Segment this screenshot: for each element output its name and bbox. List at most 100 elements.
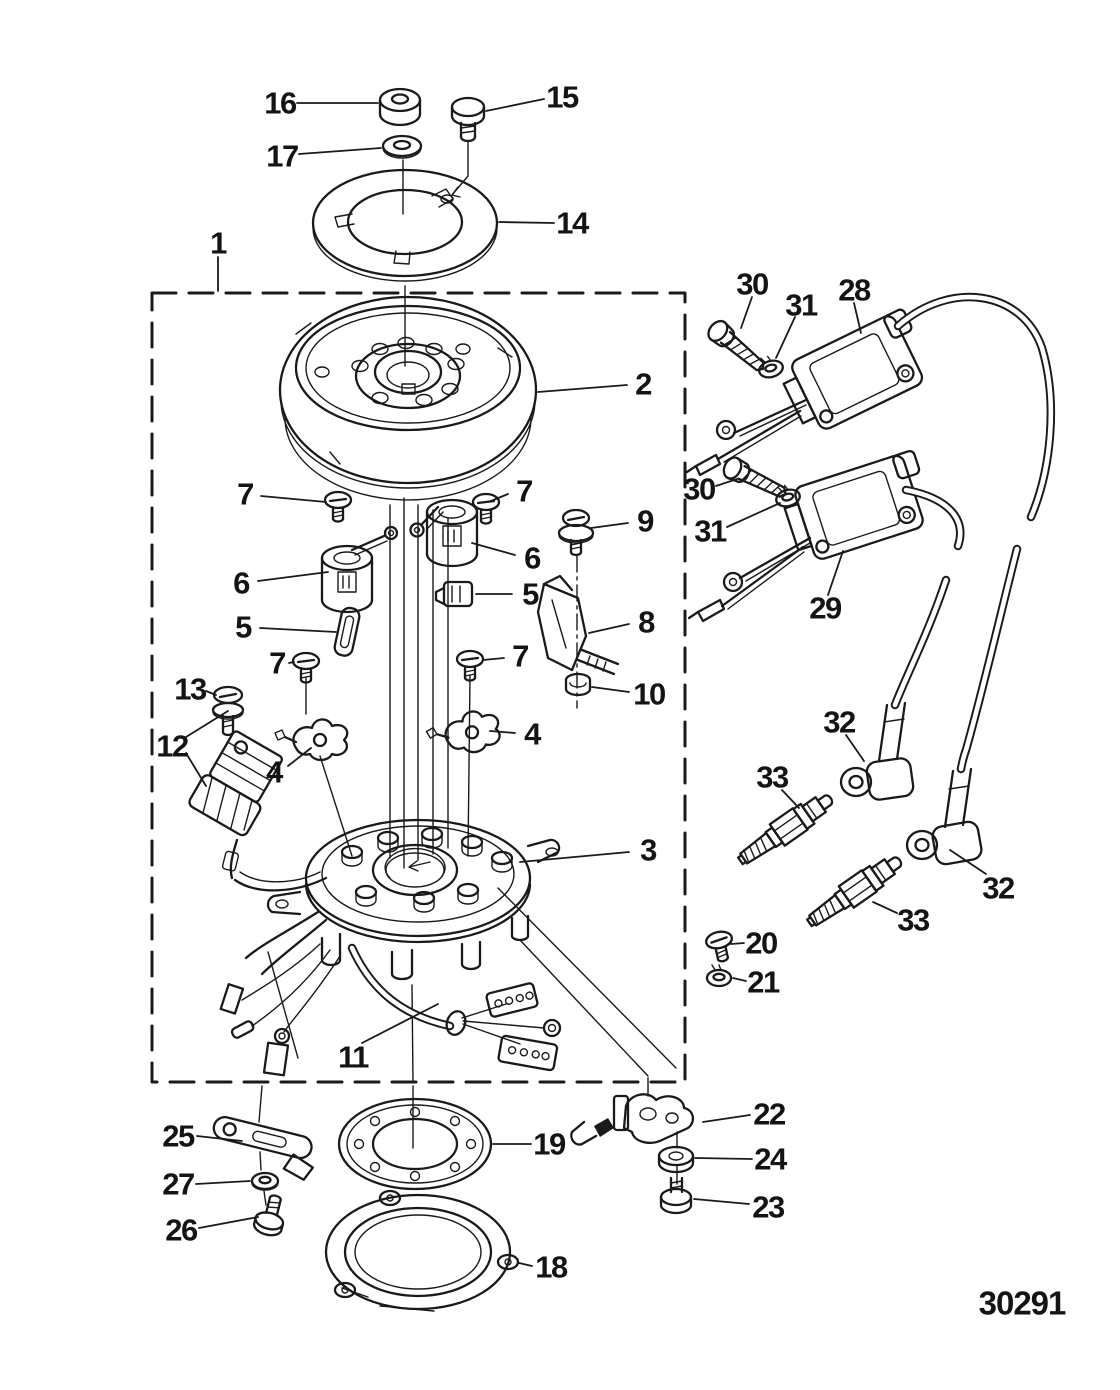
callout-6b: 6 xyxy=(524,541,541,576)
callout-5a: 5 xyxy=(235,610,252,645)
washer-17-drawing xyxy=(381,134,423,159)
leader-line-23 xyxy=(693,1198,750,1205)
callout-15: 15 xyxy=(546,80,579,115)
assembly-boundary-box xyxy=(150,291,687,1084)
condenser-6b-wire xyxy=(409,505,444,538)
callout-18: 18 xyxy=(535,1250,568,1285)
bolt-23-drawing xyxy=(659,1176,693,1215)
leader-line-33a xyxy=(781,789,800,809)
callout-28: 28 xyxy=(838,273,871,308)
clip-5b-drawing xyxy=(434,580,474,608)
bolt-15-drawing xyxy=(450,96,486,143)
ignition-coil-28-drawing xyxy=(775,306,937,439)
cam-4a-drawing xyxy=(273,718,349,762)
condenser-6a-drawing xyxy=(320,544,374,614)
washer-31a-drawing xyxy=(754,352,786,381)
leader-line-25 xyxy=(196,1135,243,1142)
screw-20-drawing xyxy=(703,928,738,965)
leader-line-12-2 xyxy=(185,752,207,787)
callout-27: 27 xyxy=(162,1167,194,1202)
callout-24: 24 xyxy=(754,1142,788,1177)
leader-line-5a xyxy=(259,627,337,633)
callout-4b: 4 xyxy=(524,717,542,752)
callout-33a: 33 xyxy=(756,760,789,795)
callout-31b: 31 xyxy=(694,514,727,549)
callout-2: 2 xyxy=(635,367,651,402)
leader-line-32b xyxy=(949,849,987,875)
callout-11: 11 xyxy=(338,1040,369,1075)
leader-line-21 xyxy=(732,977,747,982)
callout-29: 29 xyxy=(809,591,842,626)
callout-25: 25 xyxy=(162,1119,195,1154)
leader-line-31b xyxy=(726,502,781,528)
leader-line-2 xyxy=(537,384,628,393)
boot-grommet-32a xyxy=(839,766,873,798)
callout-26: 26 xyxy=(165,1213,198,1248)
retainer-ring-18-drawing xyxy=(324,1189,520,1312)
leader-line-7c xyxy=(288,661,295,664)
lever-25-drawing xyxy=(212,1115,315,1181)
bracket-22-drawing xyxy=(570,1093,695,1146)
bolt-30b-drawing xyxy=(719,453,792,505)
condenser-6a-wire xyxy=(350,525,399,556)
callout-20: 20 xyxy=(745,926,777,961)
leader-line-14 xyxy=(498,221,555,224)
clip-5a-drawing xyxy=(333,606,361,657)
leader-line-24 xyxy=(694,1157,753,1160)
spark-plug-wire-29 xyxy=(890,485,965,710)
callout-3: 3 xyxy=(640,833,657,868)
callout-7c: 7 xyxy=(269,646,285,681)
screw-7a-drawing xyxy=(323,490,353,523)
washer-27-drawing xyxy=(250,1171,280,1192)
leader-line-6a xyxy=(257,571,329,582)
leader-line-31a xyxy=(775,316,796,359)
leader-line-30a xyxy=(740,296,753,329)
drawing-number: 30291 xyxy=(979,1285,1066,1322)
leader-line-15 xyxy=(485,98,545,112)
callout-19: 19 xyxy=(533,1127,566,1162)
callout-32b: 32 xyxy=(982,871,1014,906)
leader-line-18 xyxy=(518,1262,533,1267)
nut-24-drawing xyxy=(657,1145,695,1174)
callout-14: 14 xyxy=(556,206,590,241)
leader-line-3 xyxy=(519,851,630,863)
coil-29-leads xyxy=(687,536,812,623)
leader-line-9 xyxy=(590,522,629,529)
callout-7b: 7 xyxy=(516,474,532,509)
leader-line-4b xyxy=(489,730,516,734)
callout-12: 12 xyxy=(156,729,188,764)
leader-line-7a xyxy=(260,495,327,503)
callout-13: 13 xyxy=(174,672,207,707)
leader-line-28 xyxy=(853,302,862,334)
callout-32a: 32 xyxy=(823,705,855,740)
wiring-harness-11-drawing xyxy=(219,910,562,1077)
boot-grommet-32b xyxy=(905,829,939,861)
leader-line-6b xyxy=(471,542,516,556)
leader-line-33b xyxy=(872,901,898,914)
cam-4b-drawing xyxy=(423,706,503,760)
callout-21: 21 xyxy=(747,965,780,1000)
plate-19-drawing xyxy=(337,1097,493,1191)
spark-plug-boot-32a xyxy=(865,701,915,801)
trigger-8-drawing xyxy=(536,574,620,676)
spacer-16-drawing xyxy=(378,87,422,127)
spark-plug-boot-32b xyxy=(931,767,983,866)
callout-6a: 6 xyxy=(233,566,250,601)
leader-line-7d xyxy=(482,657,505,661)
cover-plate-14-drawing xyxy=(311,168,499,282)
spark-plug-33a-drawing xyxy=(731,785,840,873)
driver-coil-12-wire xyxy=(221,838,328,892)
callout-23: 23 xyxy=(752,1190,785,1225)
leader-line-4a xyxy=(287,747,312,767)
stator-plate-3-drawing xyxy=(266,818,561,981)
leader-line-26 xyxy=(198,1216,259,1229)
leader-line-7b xyxy=(490,493,509,502)
callout-33b: 33 xyxy=(897,903,930,938)
callout-4a: 4 xyxy=(266,755,284,790)
leader-line-12 xyxy=(185,710,229,738)
leader-line-20 xyxy=(730,942,745,945)
flywheel-2-drawing xyxy=(278,295,538,501)
leader-lines xyxy=(185,98,987,1267)
